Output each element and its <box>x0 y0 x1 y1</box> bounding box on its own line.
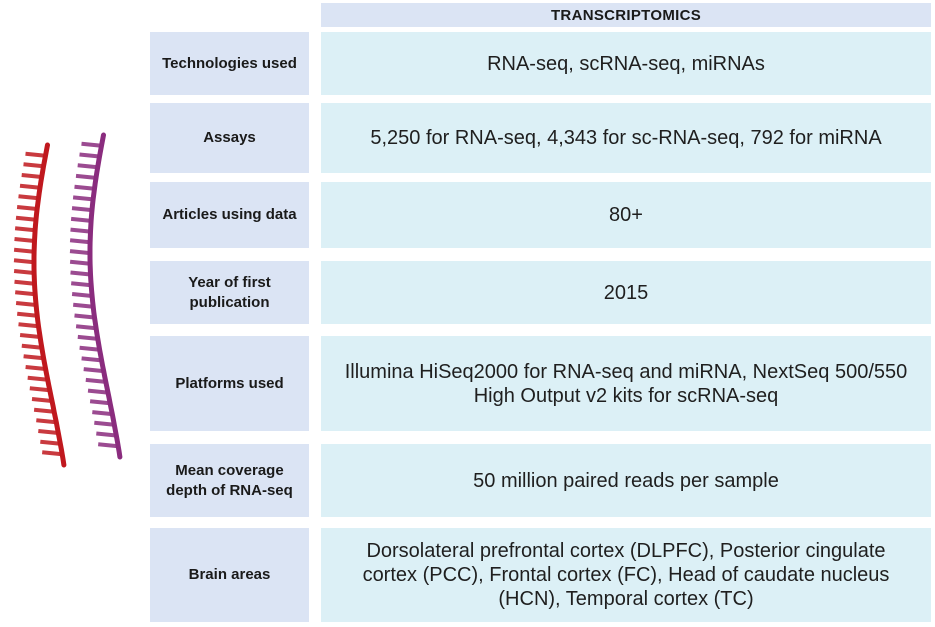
purple-strand-base <box>96 431 117 438</box>
rna-strands-icon <box>13 132 123 468</box>
row-value: RNA-seq, scRNA-seq, miRNAs <box>321 32 931 95</box>
purple-strand-base <box>77 334 98 341</box>
red-strand-base <box>23 162 44 169</box>
purple-strand-base <box>70 227 91 234</box>
purple-strand-base <box>69 238 91 245</box>
red-strand-base <box>29 386 50 393</box>
red-strand-base <box>18 194 39 201</box>
row-label: Mean coverage depth of RNA-seq <box>150 444 309 517</box>
row-articles: Articles using data 80+ <box>150 182 931 248</box>
red-strand-base <box>18 322 39 329</box>
row-technologies: Technologies used RNA-seq, scRNA-seq, mi… <box>150 32 931 95</box>
purple-strand-base <box>87 388 109 395</box>
row-label: Brain areas <box>150 528 309 622</box>
row-value: 50 million paired reads per sample <box>321 444 931 517</box>
red-strand-base <box>14 279 35 286</box>
red-strand-base <box>31 397 53 403</box>
row-platforms: Platforms used Illumina HiSeq2000 for RN… <box>150 336 931 431</box>
row-value: 80+ <box>321 182 931 248</box>
purple-strand-base <box>85 377 106 384</box>
purple-strand-base <box>70 270 91 277</box>
red-strand-base <box>40 439 61 446</box>
red-strand-base <box>25 365 46 371</box>
purple-strand-base <box>69 259 91 266</box>
purple-strand-base <box>73 302 94 309</box>
purple-strand-base <box>70 216 92 223</box>
row-label: Platforms used <box>150 336 309 431</box>
purple-strand-base <box>81 141 102 148</box>
red-strand-base <box>27 375 48 382</box>
red-strand-base <box>16 205 38 211</box>
red-strand-base <box>36 418 57 425</box>
red-strand-base <box>38 429 59 435</box>
table-header-transcriptomics: TRANSCRIPTOMICS <box>321 3 931 27</box>
purple-strand-base <box>69 249 91 256</box>
red-strand-base <box>13 258 35 265</box>
row-brain-areas: Brain areas Dorsolateral prefrontal cort… <box>150 528 931 622</box>
purple-strand-base <box>75 324 97 331</box>
purple-strand-base <box>77 163 98 170</box>
purple-strand-base <box>81 356 102 363</box>
red-strand-base <box>15 215 37 222</box>
purple-strand-base <box>72 195 94 202</box>
row-value: Dorsolateral prefrontal cortex (DLPFC), … <box>321 528 931 622</box>
purple-strand-base <box>92 410 113 417</box>
purple-strand-base <box>75 173 97 180</box>
red-strand-base <box>13 247 35 254</box>
row-label: Articles using data <box>150 182 309 248</box>
purple-strand-base <box>74 184 95 191</box>
row-coverage: Mean coverage depth of RNA-seq 50 millio… <box>150 444 931 517</box>
red-strand-base <box>33 407 55 414</box>
row-label: Assays <box>150 103 309 173</box>
purple-strand-base <box>79 152 100 159</box>
red-strand-base <box>17 311 38 318</box>
purple-strand-base <box>74 313 95 320</box>
red-strand-base <box>21 343 42 350</box>
purple-strand-base <box>94 420 115 427</box>
row-value: 2015 <box>321 261 931 324</box>
row-value: 5,250 for RNA-seq, 4,343 for sc-RNA-seq,… <box>321 103 931 173</box>
red-strand-base <box>21 173 42 179</box>
red-strand-base <box>14 226 36 233</box>
purple-strand-base <box>71 281 92 288</box>
red-strand-backbone <box>31 142 67 468</box>
red-strand-base <box>19 183 41 190</box>
red-strand-base <box>23 354 44 361</box>
red-strand-base <box>15 290 36 297</box>
row-label: Technologies used <box>150 32 309 95</box>
purple-strand-base <box>98 442 119 449</box>
red-strand-base <box>13 269 35 275</box>
purple-strand-base <box>71 206 93 213</box>
red-strand-base <box>14 237 35 243</box>
red-strand-base <box>42 450 63 457</box>
red-strand-base <box>19 333 41 339</box>
row-year: Year of first publication 2015 <box>150 261 931 324</box>
purple-strand-backbone <box>87 132 123 460</box>
purple-strand-base <box>79 345 100 352</box>
red-strand-base <box>25 151 46 158</box>
red-strand-base <box>15 301 37 307</box>
purple-strand-base <box>83 367 104 374</box>
row-label: Year of first publication <box>150 261 309 324</box>
purple-strand-base <box>71 292 93 298</box>
purple-strand-base <box>89 399 111 406</box>
row-assays: Assays 5,250 for RNA-seq, 4,343 for sc-R… <box>150 103 931 173</box>
row-value: Illumina HiSeq2000 for RNA-seq and miRNA… <box>321 336 931 431</box>
